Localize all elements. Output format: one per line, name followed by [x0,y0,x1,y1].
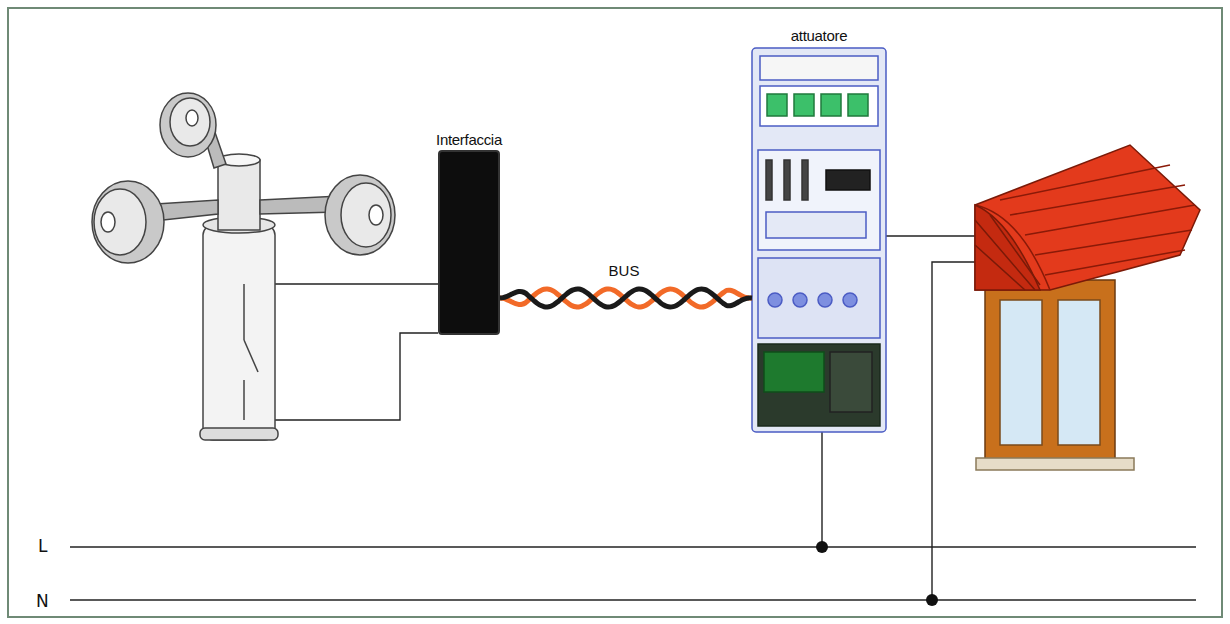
actuator-module [802,160,808,200]
junction-dot [816,541,938,606]
actuator-box: attuatore [752,48,886,432]
awning-door [975,145,1200,470]
anemometer [170,98,210,146]
actuator-module [821,94,841,116]
actuator-module [818,293,832,307]
component-label: Interfaccia [436,131,502,148]
wires [932,262,975,600]
awning-door [976,458,1134,470]
line-label: N [36,591,49,611]
awning-door [985,280,1115,465]
frame [8,8,1222,617]
actuator-module [830,352,872,412]
awning-door [975,215,1040,290]
bus-label: BUS [606,262,643,279]
actuator-module [760,56,878,80]
actuator-module [784,160,790,200]
anemometer [244,340,258,372]
anemometer [200,428,278,440]
awning-door [1058,300,1100,445]
anemometer [243,380,245,420]
anemometer [325,175,395,255]
actuator-module [766,160,772,200]
anemometer [341,183,391,247]
power-lines [70,547,1196,600]
anemometer [92,93,395,440]
anemometer [94,189,146,255]
anemometer [160,93,216,157]
actuator-module [758,150,880,250]
awning-door [1000,300,1042,445]
awning-door [975,205,1040,290]
junction-dot [926,594,938,606]
wires [244,236,975,600]
anemometer [369,205,383,225]
power-lines [70,546,1196,548]
actuator-module [848,94,868,116]
actuator-module [764,352,824,392]
junction-dot [816,541,828,553]
bus-cable [500,289,752,307]
awning-door [975,145,1200,290]
bus-wire [500,289,752,307]
actuator-module [794,94,814,116]
actuator-module [752,48,886,432]
component-label: attuatore [791,27,848,44]
bus-wire [500,289,752,307]
actuator-module [767,94,787,116]
interface-box: Interfaccia [438,150,500,335]
actuator-module [826,170,870,190]
anemometer [243,284,245,340]
actuator-module [843,293,857,307]
actuator-module [768,293,782,307]
anemometer [186,110,198,126]
actuator-module [758,258,880,338]
power-lines [70,599,1196,601]
anemometer [92,181,164,263]
actuator-module [752,48,886,432]
actuator-module [758,344,880,426]
anemometer [218,160,260,230]
line-label: L [38,536,47,556]
wires [886,235,975,236]
anemometer [203,225,275,440]
awning-door [975,165,1195,290]
actuator-module [766,212,866,238]
actuator-module [793,293,807,307]
wires [821,432,822,547]
anemometer [101,212,115,232]
actuator-module [760,86,878,126]
